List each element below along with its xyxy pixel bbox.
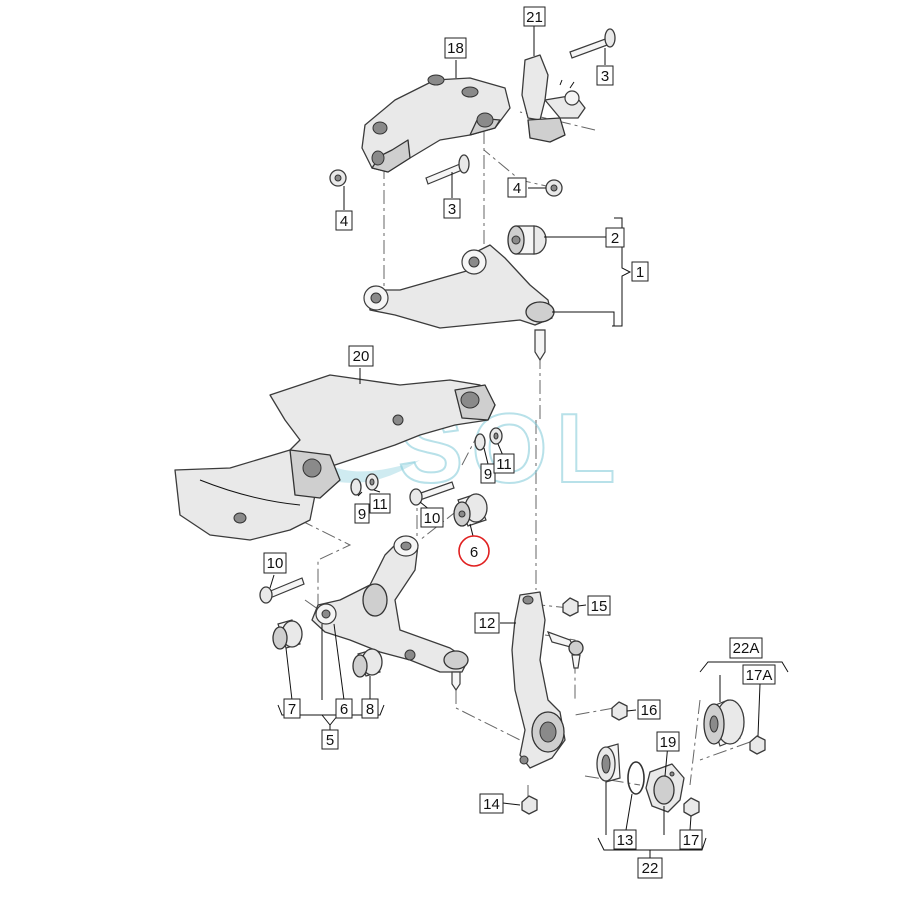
label-4-left: 4 <box>335 210 353 231</box>
svg-text:11: 11 <box>496 456 512 473</box>
svg-text:3: 3 <box>448 201 456 218</box>
washer-9-left <box>350 478 362 496</box>
svg-text:10: 10 <box>267 555 284 572</box>
nut-11-right <box>489 427 503 445</box>
svg-text:12: 12 <box>479 615 496 632</box>
label-14: 14 <box>479 793 504 814</box>
svg-text:19: 19 <box>660 734 677 751</box>
nut-15 <box>562 597 579 617</box>
bolt-10-lower <box>259 577 305 604</box>
label-21: 21 <box>523 6 546 27</box>
label-10-lower: 10 <box>263 552 287 574</box>
bracket-group-5 <box>277 704 385 730</box>
label-1: 1 <box>631 261 649 282</box>
svg-text:2: 2 <box>611 230 619 247</box>
label-18: 18 <box>444 37 467 59</box>
svg-text:3: 3 <box>601 68 609 85</box>
label-20: 20 <box>348 345 374 367</box>
label-8: 8 <box>361 698 379 719</box>
svg-text:15: 15 <box>591 598 608 615</box>
part-level-sensor <box>521 54 586 143</box>
label-19: 19 <box>656 731 680 752</box>
svg-text:9: 9 <box>484 466 492 483</box>
bushing-6 <box>453 493 488 527</box>
label-11-left: 11 <box>369 493 391 514</box>
label-15: 15 <box>587 595 611 616</box>
svg-text:22: 22 <box>642 860 659 877</box>
part-steering-knuckle <box>511 591 566 769</box>
wheel-hub-19 <box>645 763 685 813</box>
svg-text:4: 4 <box>340 213 348 230</box>
bolt-3-lower <box>425 154 470 185</box>
label-10-upper: 10 <box>420 507 444 528</box>
washer-9-right <box>474 433 486 451</box>
bushing-2 <box>507 225 547 255</box>
circlip-13 <box>627 761 645 795</box>
svg-text:22A: 22A <box>733 640 760 657</box>
svg-text:6: 6 <box>470 544 478 561</box>
svg-text:13: 13 <box>617 832 634 849</box>
svg-text:4: 4 <box>513 180 521 197</box>
label-9-left: 9 <box>354 503 370 524</box>
svg-text:16: 16 <box>641 702 658 719</box>
label-6-highlighted: 6 <box>458 535 490 567</box>
label-7: 7 <box>283 698 301 719</box>
label-12: 12 <box>474 612 500 634</box>
svg-text:18: 18 <box>447 40 464 57</box>
label-11-right: 11 <box>493 453 515 474</box>
label-5: 5 <box>321 729 339 750</box>
svg-text:11: 11 <box>372 496 388 513</box>
svg-text:20: 20 <box>353 348 370 365</box>
label-4-right: 4 <box>507 177 527 198</box>
label-13: 13 <box>613 829 637 850</box>
svg-text:1: 1 <box>636 264 644 281</box>
label-6-lower: 6 <box>335 698 353 719</box>
label-3-top: 3 <box>596 65 614 86</box>
svg-text:14: 14 <box>483 796 500 813</box>
highlight-circle <box>458 535 490 567</box>
label-22: 22 <box>637 857 663 879</box>
part-subframe <box>174 374 496 541</box>
svg-text:10: 10 <box>424 510 441 527</box>
svg-text:21: 21 <box>526 9 543 26</box>
svg-text:17A: 17A <box>746 667 773 684</box>
nut-4-left <box>329 169 347 187</box>
hub-22a <box>703 699 745 747</box>
svg-text:5: 5 <box>326 732 334 749</box>
hub-nut-17a <box>749 735 766 755</box>
part-upper-bracket <box>361 74 511 173</box>
nut-16 <box>611 701 628 721</box>
label-22a: 22A <box>729 637 763 659</box>
label-17a: 17A <box>742 664 776 685</box>
svg-text:17: 17 <box>683 832 700 849</box>
tie-rod-end <box>546 630 584 669</box>
svg-text:9: 9 <box>358 506 366 523</box>
nut-14 <box>521 795 538 815</box>
label-2: 2 <box>605 227 625 248</box>
label-17: 17 <box>679 829 703 850</box>
part-upper-control-arm <box>363 244 555 362</box>
bolt-10-upper <box>409 481 455 506</box>
nut-4-right <box>545 179 563 197</box>
bracket-group-22a <box>699 661 789 673</box>
bushing-7 <box>272 619 303 650</box>
bracket-group-1 <box>552 217 632 327</box>
svg-text:6: 6 <box>340 701 348 718</box>
bushing-8 <box>352 648 383 678</box>
part-lower-control-arm <box>311 535 469 692</box>
svg-text:7: 7 <box>288 701 296 718</box>
bolt-3-upper <box>569 28 616 59</box>
label-16: 16 <box>637 699 661 720</box>
wheel-bearing <box>596 743 621 783</box>
svg-text:8: 8 <box>366 701 374 718</box>
nut-11-left <box>365 473 379 491</box>
hub-nut-17 <box>683 797 700 817</box>
bracket-group-22 <box>597 837 707 858</box>
label-3-mid: 3 <box>443 198 461 219</box>
label-9-right: 9 <box>480 463 496 484</box>
